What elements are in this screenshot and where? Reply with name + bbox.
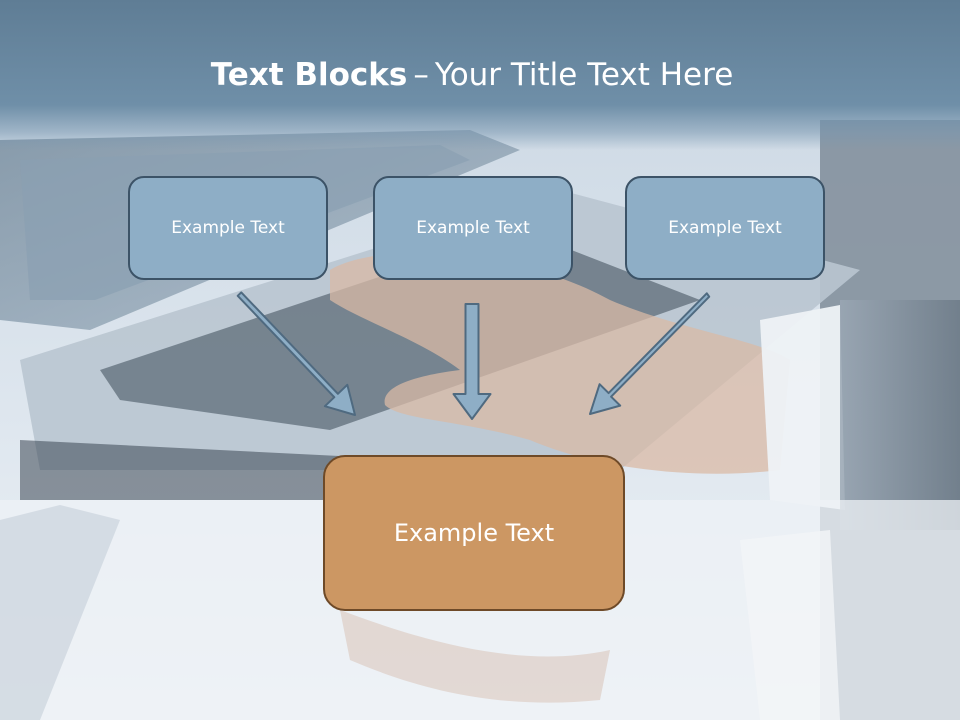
title-bold: Text Blocks (210, 57, 408, 93)
text-block-1[interactable]: Example Text (128, 176, 328, 280)
arrow-right (589, 292, 711, 415)
text-block-2-label: Example Text (416, 218, 530, 238)
arrow-left (236, 291, 356, 416)
title-rest: Your Title Text Here (434, 57, 734, 93)
text-block-3[interactable]: Example Text (625, 176, 825, 280)
arrow-center (452, 303, 492, 420)
slide-title: Text Blocks–Your Title Text Here (0, 52, 944, 98)
text-block-3-label: Example Text (668, 218, 782, 238)
title-band (0, 0, 960, 150)
text-block-2[interactable]: Example Text (373, 176, 573, 280)
title-separator: – (413, 57, 429, 93)
text-block-1-label: Example Text (171, 218, 285, 238)
center-text-block-label: Example Text (393, 519, 555, 547)
center-text-block[interactable]: Example Text (323, 455, 625, 611)
